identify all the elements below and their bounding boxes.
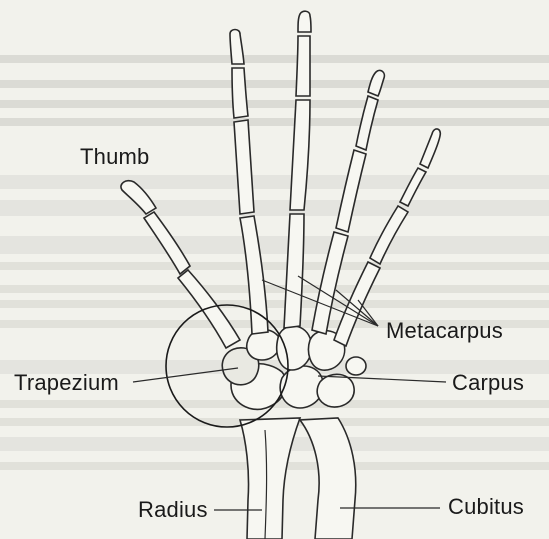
- pisiform-bone: [346, 357, 366, 375]
- index-metacarpal: [240, 216, 268, 334]
- forearm: [240, 418, 356, 539]
- radius-bone: [240, 418, 300, 539]
- little-distal-phalanx: [420, 129, 440, 168]
- carpus-label: Carpus: [452, 370, 524, 396]
- metacarpus-label: Metacarpus: [386, 318, 503, 344]
- cubitus-label: Cubitus: [448, 494, 524, 520]
- bleed-through-text: [0, 55, 549, 470]
- middle-metacarpal: [284, 214, 304, 328]
- index-middle-phalanx: [232, 68, 248, 118]
- triquetrum-bone: [317, 374, 354, 407]
- cubitus-bone: [300, 418, 356, 539]
- ring-proximal-phalanx: [336, 150, 366, 232]
- index-distal-phalanx: [230, 30, 244, 65]
- middle-middle-phalanx: [296, 36, 310, 96]
- capitate-bone: [277, 326, 312, 370]
- thumb-label: Thumb: [80, 144, 149, 170]
- trapezium-label: Trapezium: [14, 370, 119, 396]
- radius-label: Radius: [138, 497, 208, 523]
- index-proximal-phalanx: [234, 120, 254, 214]
- thumb-metacarpal: [178, 270, 240, 348]
- middle-distal-phalanx: [298, 11, 311, 32]
- middle-proximal-phalanx: [290, 100, 310, 210]
- ring-distal-phalanx: [368, 70, 384, 96]
